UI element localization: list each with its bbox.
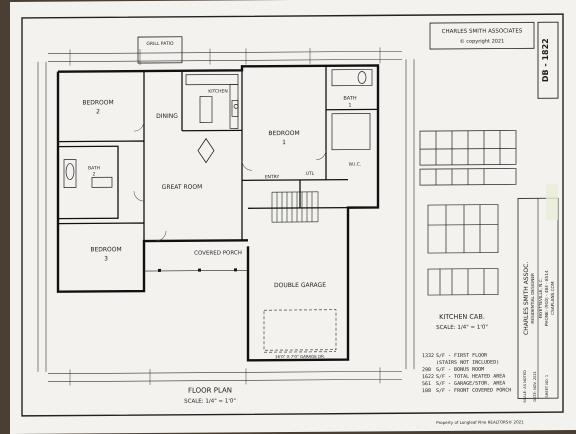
kitchen-cab-elevations [420,130,516,295]
covered-porch-label: COVERED PORCH [194,250,242,256]
plan-number: DB - 1822 [541,38,550,82]
copyright: © copyright 2021 [460,38,505,45]
wic-label: W.I.C. [349,162,362,168]
side-title-text: CHARLES SMITH ASSOC. RESIDENTIAL DESIGNE… [523,261,555,402]
floor-plan-drawing: CHARLES SMITH ASSOCIATES © copyright 202… [10,0,576,434]
bedroom3-label: BEDROOM [90,246,121,253]
side-location: FAYETTEVILLE, N.C. [538,278,543,318]
blueprint-sheet: CHARLES SMITH ASSOCIATES © copyright 202… [10,0,576,434]
garage-door [264,310,336,353]
bath1-num: 1 [348,103,351,109]
floor-plan-title: FLOOR PLAN [188,386,232,394]
scale-note: SCALE: AS NOTED [523,370,527,403]
double-garage-label: DOUBLE GARAGE [274,282,326,289]
dining-label: DINING [156,113,178,120]
stairs [272,192,318,222]
sheet-note: SHEET NO. 1 [545,375,549,398]
kitchen-cab-title: KITCHEN CAB. [439,313,485,321]
area-label: S/F - GARAGE/STOR. AREA [436,381,505,387]
area-label: S/F - FRONT COVERED PORCH [436,387,511,394]
kitchen-fixtures [186,74,238,128]
area-label: S/F - FIRST FLOOR [436,353,488,359]
kitchen-label: KITCHEN [208,88,227,94]
side-phone: PHONE: (910) - 484 - 8514 [544,270,549,326]
area-sf: 561 [422,381,431,387]
grill-patio-outline [138,37,182,63]
bedroom1-label: BEDROOM [268,130,299,137]
kitchen-cab-scale: SCALE: 1/4" = 1'0" [436,325,488,331]
side-web: CSAPLANS.COM [550,281,555,315]
side-role: RESIDENTIAL DESIGNER [530,273,535,324]
grill-patio-label: GRILL PATIO [146,41,174,47]
company-name: CHARLES SMITH ASSOCIATES [442,28,523,35]
bath2-num: 2 [93,171,96,177]
bath2-label: BATH [88,165,100,171]
tape-strip [546,184,558,220]
area-label: S/F - BONUS ROOM [436,367,484,373]
bedroom1-num: 1 [282,139,286,146]
garage-door-label: 16'0" X 7'0" GARAGE DR. [275,354,325,359]
area-label: (STAIRS NOT INCLUDED) [436,360,499,366]
date-note: DATE: NOV. 2021 [533,371,537,402]
fireplace [198,139,214,163]
bedroom2-num: 2 [96,108,100,115]
entry-label: ENTRY [265,174,280,180]
bath1-label: BATH [343,96,357,102]
floor-plan-scale: SCALE: 1/4" = 1'0" [184,398,236,404]
area-label: S/F - TOTAL HEATED AREA [436,374,505,380]
area-table: 1332 S/F - FIRST FLOOR (STAIRS NOT INCLU… [422,352,511,394]
company-box [430,22,534,49]
utl-label: UTL [306,171,315,177]
bedroom2-label: BEDROOM [82,99,113,106]
bedroom3-num: 3 [104,255,108,262]
area-sf: 1622 [422,374,434,380]
area-sf: 108 [422,388,431,394]
area-sf: 290 [422,367,431,373]
great-room-label: GREAT ROOM [162,184,203,191]
area-sf: 1332 [422,353,434,359]
watermark: Property of Longleaf Pine REALTORS® 2021 [436,419,524,425]
side-company: CHARLES SMITH ASSOC. [523,262,530,335]
